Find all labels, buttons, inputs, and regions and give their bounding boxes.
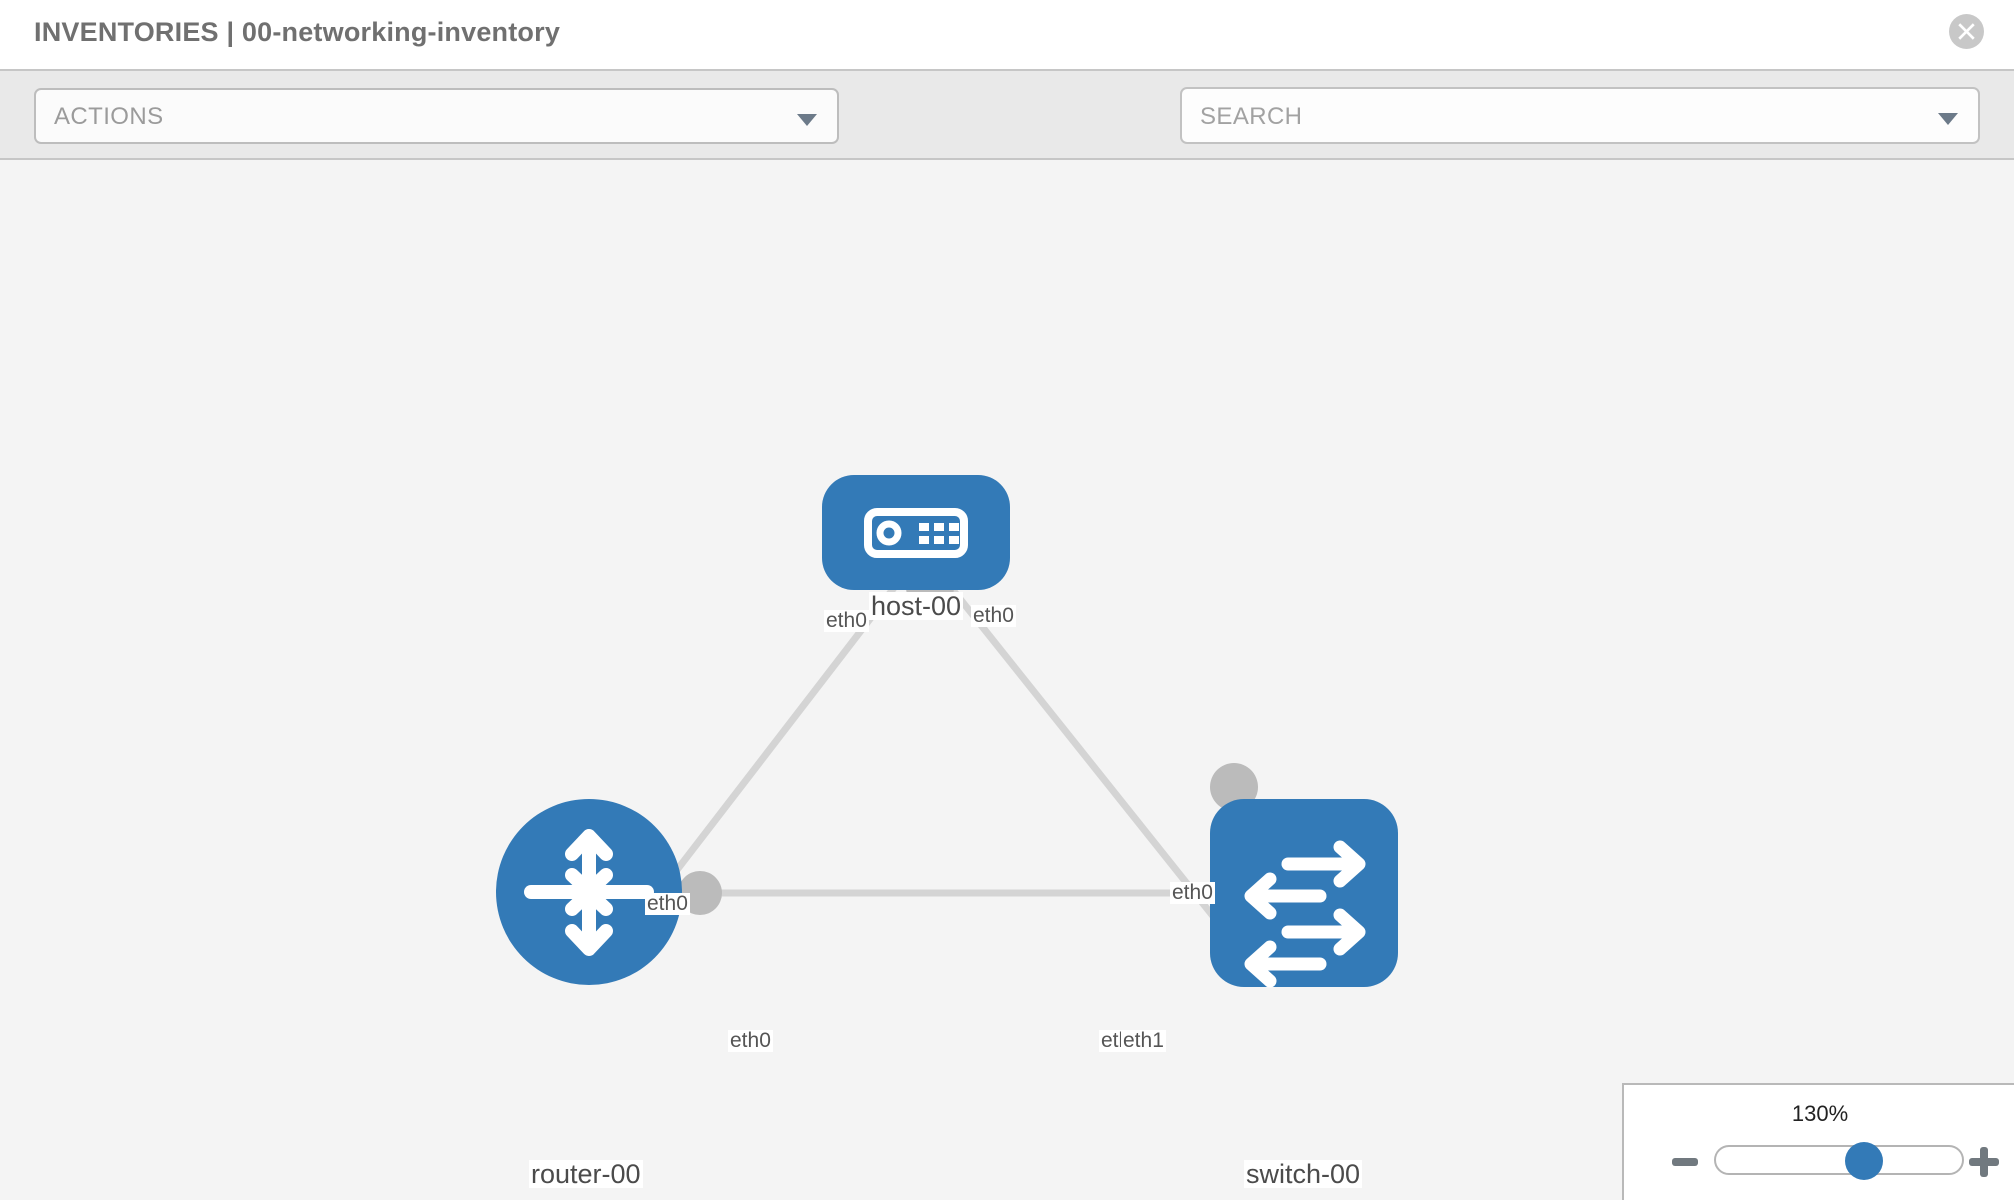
switch-icon (1244, 840, 1366, 988)
iface-label: eth0 (645, 892, 690, 916)
actions-dropdown[interactable]: ACTIONS (34, 88, 839, 144)
actions-dropdown-label: ACTIONS (54, 103, 164, 130)
iface-label: eth0 (728, 1029, 773, 1053)
iface-label: eth0 (971, 604, 1016, 628)
topology-canvas[interactable]: host-00 router-00 switch-00 eth0 eth0 et… (0, 160, 2014, 1200)
iface-label: eth0 (824, 609, 869, 633)
page-title: INVENTORIES | 00-networking-inventory (34, 17, 561, 47)
node-switch-00[interactable] (1210, 799, 1398, 988)
plus-icon[interactable] (1969, 1147, 1999, 1177)
server-icon (864, 508, 968, 558)
search-input[interactable]: SEARCH (1180, 87, 1980, 144)
zoom-slider[interactable] (1714, 1142, 1964, 1180)
zoom-percent-label: 130% (1791, 1101, 1849, 1126)
page-header: INVENTORIES | 00-networking-inventory (0, 0, 2014, 69)
iface-label: eth0 (1170, 881, 1215, 905)
iface-label: eth1 (1121, 1029, 1166, 1053)
chevron-down-icon (797, 114, 817, 126)
toolbar: ACTIONS SEARCH (0, 69, 2014, 203)
node-router-00[interactable] (496, 799, 682, 985)
node-label-host: host-00 (869, 591, 964, 621)
topology-graph (496, 475, 1398, 988)
minus-icon[interactable] (1672, 1158, 1698, 1166)
close-icon[interactable] (1949, 14, 1984, 49)
node-label-switch: switch-00 (1244, 1159, 1363, 1189)
node-host-00[interactable] (822, 475, 1010, 590)
zoom-control-panel: 130% (1622, 1083, 2014, 1200)
search-placeholder: SEARCH (1200, 103, 1303, 130)
node-label-router: router-00 (529, 1159, 643, 1189)
link-host-switch (942, 577, 1235, 943)
chevron-down-icon[interactable] (1938, 113, 1958, 125)
router-icon (524, 829, 654, 956)
zoom-slider-thumb[interactable] (1845, 1142, 1883, 1180)
